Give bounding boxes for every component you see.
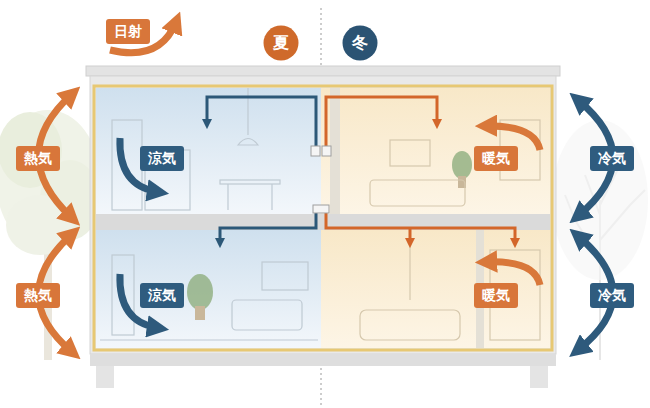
furniture	[100, 88, 318, 340]
badge-circle	[343, 26, 378, 61]
hot-air-label: 熱気	[16, 146, 60, 171]
tree-left	[0, 110, 100, 360]
label-text: 涼気	[148, 287, 176, 304]
label-text: 冷気	[598, 150, 626, 167]
label-box-shape	[16, 146, 60, 171]
label-text: 熱気	[24, 150, 52, 167]
label-text: 涼気	[148, 150, 176, 167]
label-box-shape	[106, 19, 150, 44]
label-box-shape	[16, 283, 60, 308]
ventilation-unit	[311, 146, 331, 213]
label-box-shape	[590, 283, 634, 308]
house-shell	[86, 66, 560, 388]
warm-air-label: 暖気	[474, 283, 518, 308]
label-text: 冷気	[598, 287, 626, 304]
tree-right	[552, 120, 648, 360]
label-text: 冬	[352, 33, 368, 52]
cold-air-label: 冷気	[590, 283, 634, 308]
label-box-shape	[590, 146, 634, 171]
label-text: 夏	[273, 33, 289, 52]
sunlight-label: 日射	[106, 19, 150, 44]
furniture-plant	[187, 151, 472, 320]
air-duct	[207, 97, 515, 243]
cool-air-label: 涼気	[140, 283, 184, 308]
label-text: 熱気	[24, 287, 52, 304]
season-badge: 夏	[263, 25, 299, 61]
badge-circle	[264, 26, 299, 61]
label-box-shape	[140, 146, 184, 171]
label-box-shape	[474, 146, 518, 171]
label-box-shape	[474, 283, 518, 308]
label-text: 暖気	[482, 287, 510, 304]
flow-arrow	[39, 22, 614, 352]
label-text: 暖気	[482, 150, 510, 167]
label-box-shape	[140, 283, 184, 308]
hot-air-label: 熱気	[16, 283, 60, 308]
label-text: 日射	[114, 23, 142, 40]
cool-air-label: 涼気	[140, 146, 184, 171]
season-badge: 冬	[342, 25, 378, 61]
warm-air-label: 暖気	[474, 146, 518, 171]
cold-air-label: 冷気	[590, 146, 634, 171]
furniture-warm	[360, 120, 540, 340]
